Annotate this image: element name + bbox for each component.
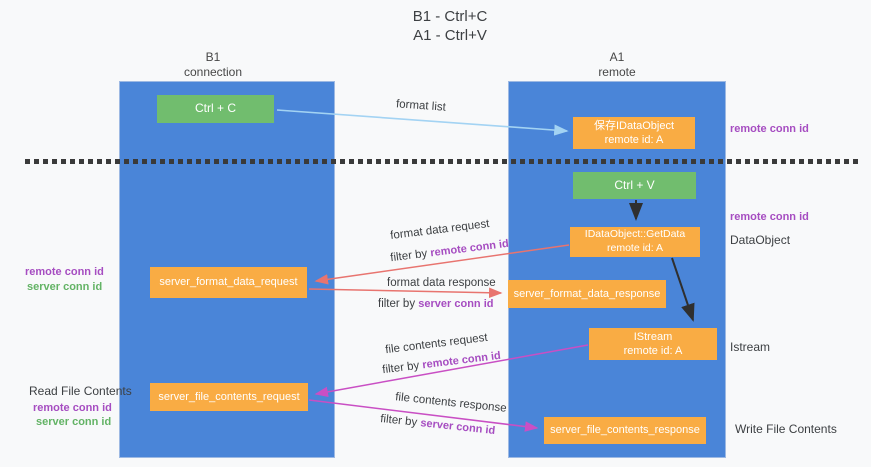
column-a1-subtitle: remote <box>598 65 636 79</box>
label-dataobject: DataObject <box>730 233 791 247</box>
node-istream-line1: IStream <box>633 330 673 343</box>
column-b1-title: B1 <box>205 50 221 64</box>
node-save-idataobject-line1: 保存IDataObject <box>593 119 675 132</box>
filter-by-text: filter by <box>389 247 428 265</box>
label-filter-by-server-conn-id-2: filter by server conn id <box>380 413 496 437</box>
node-server-file-contents-response-label: server_file_contents_response <box>550 424 700 437</box>
label-left-remote-conn-id-bottom: remote conn id <box>33 402 112 414</box>
label-right-remote-conn-id-mid: remote conn id <box>730 211 809 223</box>
title-line-1: B1 - Ctrl+C <box>412 8 488 25</box>
column-a1-title: A1 <box>609 50 625 64</box>
node-istream: IStream remote id: A <box>589 328 717 360</box>
label-istream: Istream <box>730 340 771 354</box>
column-b1-subtitle: connection <box>183 65 243 79</box>
server-conn-id-text: server conn id <box>419 417 496 438</box>
node-server-format-data-response-label: server_format_data_response <box>513 287 661 300</box>
label-file-contents-response: file contents response <box>394 391 508 415</box>
node-server-file-contents-request: server_file_contents_request <box>150 383 308 411</box>
remote-conn-id-text: remote conn id <box>421 349 502 372</box>
node-istream-line2: remote id: A <box>623 345 683 357</box>
node-ctrl-v: Ctrl + V <box>573 172 696 199</box>
diagram-title: B1 - Ctrl+C A1 - Ctrl+V <box>330 7 570 45</box>
label-write-file-contents: Write File Contents <box>735 422 837 436</box>
label-read-file-contents: Read File Contents <box>29 384 132 398</box>
label-left-server-conn-id-mid: server conn id <box>27 281 103 293</box>
node-ctrl-v-label: Ctrl + V <box>614 177 655 192</box>
label-filter-by-server-conn-id-1: filter by server conn id <box>378 298 493 310</box>
label-filter-by-remote-conn-id-1: filter by remote conn id <box>390 238 510 264</box>
server-conn-id-text: server conn id <box>418 298 494 310</box>
arrow-format-data-response <box>308 287 503 298</box>
label-format-data-request: format data request <box>389 217 491 243</box>
label-left-remote-conn-id-mid: remote conn id <box>25 266 104 278</box>
label-format-list: format list <box>395 98 447 114</box>
filter-by-text: filter by <box>379 412 418 429</box>
filter-by-text: filter by <box>381 359 420 377</box>
node-server-file-contents-response: server_file_contents_response <box>544 417 706 444</box>
node-ctrl-c-label: Ctrl + C <box>194 101 236 116</box>
title-line-2: A1 - Ctrl+V <box>413 27 487 45</box>
label-right-remote-conn-id-top: remote conn id <box>730 123 809 135</box>
filter-by-text: filter by <box>378 298 416 310</box>
node-server-format-data-request-label: server_format_data_request <box>159 276 298 289</box>
node-ctrl-c: Ctrl + C <box>157 95 274 123</box>
node-server-format-data-request: server_format_data_request <box>150 267 307 298</box>
node-server-file-contents-request-label: server_file_contents_request <box>158 390 300 403</box>
node-save-idataobject: 保存IDataObject remote id: A <box>573 117 695 149</box>
node-getdata-line1: IDataObject::GetData <box>584 228 686 241</box>
remote-conn-id-text: remote conn id <box>429 237 510 260</box>
node-idataobject-getdata: IDataObject::GetData remote id: A <box>570 227 700 257</box>
column-header-a1: A1 remote <box>557 50 677 80</box>
node-server-format-data-response: server_format_data_response <box>508 280 666 308</box>
node-getdata-line2: remote id: A <box>606 242 664 254</box>
session-separator-dashed-line <box>25 159 858 164</box>
column-header-b1: B1 connection <box>153 50 273 80</box>
label-format-data-response: format data response <box>387 277 496 289</box>
label-left-server-conn-id-bottom: server conn id <box>36 416 112 428</box>
node-save-idataobject-line2: remote id: A <box>604 134 664 146</box>
